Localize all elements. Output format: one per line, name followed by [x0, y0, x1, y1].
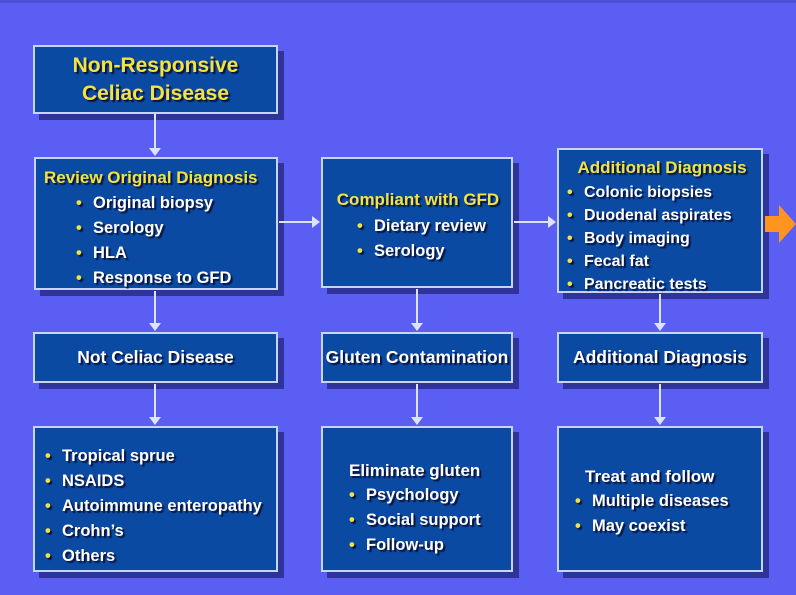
- list-item: Body imaging: [567, 227, 759, 250]
- box-heading: Compliant with GFD: [336, 190, 500, 209]
- box-gluten-contamination: Gluten Contamination: [321, 332, 513, 383]
- list-item: Fecal fat: [567, 250, 759, 273]
- box-heading: Review Original Diagnosis: [44, 168, 258, 187]
- differential-bullet-list: Tropical sprue NSAIDS Autoimmune enterop…: [45, 444, 272, 569]
- connector-arrow-gluten-to-eliminate: [411, 384, 423, 425]
- list-item: NSAIDS: [45, 469, 272, 494]
- page-title-line2: Celiac Disease: [81, 81, 230, 105]
- list-item: Duodenal aspirates: [567, 204, 759, 227]
- connector-arrow-additional-to-treat: [654, 384, 666, 425]
- list-item: Social support: [349, 508, 509, 533]
- box-heading: Additional Diagnosis: [577, 158, 747, 177]
- box-differential-diagnoses: Tropical sprue NSAIDS Autoimmune enterop…: [33, 426, 278, 572]
- offpage-continuation-arrow-icon: [765, 205, 796, 243]
- box-review-original-diagnosis: Review Original Diagnosis Original biops…: [34, 157, 278, 291]
- arrow-down-icon: [654, 323, 666, 331]
- list-item: HLA: [76, 241, 270, 266]
- list-item: Pancreatic tests: [567, 273, 759, 296]
- box-heading: Treat and follow: [585, 467, 715, 486]
- arrow-right-icon: [548, 216, 556, 228]
- box-eliminate-gluten: Eliminate gluten Psychology Social suppo…: [321, 426, 513, 572]
- connector-arrow-title-to-review: [149, 114, 161, 156]
- arrow-down-icon: [654, 417, 666, 425]
- connector-arrow-review-to-not-celiac: [149, 291, 161, 331]
- treat-bullet-list: Multiple diseases May coexist: [575, 489, 759, 539]
- list-item: Psychology: [349, 483, 509, 508]
- additional-bullet-list: Colonic biopsies Duodenal aspirates Body…: [567, 181, 759, 296]
- list-item: Serology: [357, 239, 507, 264]
- list-item: Others: [45, 544, 272, 569]
- arrow-right-icon: [312, 216, 320, 228]
- top-edge-strip: [0, 0, 796, 3]
- list-item: Multiple diseases: [575, 489, 759, 514]
- list-item: Serology: [76, 216, 270, 241]
- connector-arrow-additional-detail-to-additional: [654, 294, 666, 331]
- box-additional-diagnosis: Additional Diagnosis: [557, 332, 763, 383]
- list-item: Autoimmune enteropathy: [45, 494, 272, 519]
- page-title-line1: Non-Responsive: [72, 53, 239, 77]
- arrow-down-icon: [411, 417, 423, 425]
- box-treat-and-follow: Treat and follow Multiple diseases May c…: [557, 426, 763, 572]
- list-item: May coexist: [575, 514, 759, 539]
- box-not-celiac-disease: Not Celiac Disease: [33, 332, 278, 383]
- connector-arrow-compliant-to-additional: [514, 216, 556, 228]
- box-additional-diagnosis-detail: Additional Diagnosis Colonic biopsies Du…: [557, 148, 763, 296]
- title-box-non-responsive-celiac-disease: Non-Responsive Celiac Disease: [33, 45, 278, 114]
- connector-arrow-review-to-compliant: [279, 216, 320, 228]
- arrow-down-icon: [411, 323, 423, 331]
- connector-arrow-not-celiac-to-differential: [149, 384, 161, 425]
- offpage-arrow-shaft: [765, 216, 781, 232]
- compliant-bullet-list: Dietary review Serology: [357, 214, 507, 264]
- connector-arrow-compliant-to-gluten: [411, 289, 423, 331]
- list-item: Colonic biopsies: [567, 181, 759, 204]
- box-compliant-with-gfd: Compliant with GFD Dietary review Serolo…: [321, 157, 513, 288]
- offpage-arrow-head: [779, 205, 796, 243]
- list-item: Follow-up: [349, 533, 509, 558]
- box-label: Gluten Contamination: [325, 347, 509, 367]
- list-item: Response to GFD: [76, 266, 270, 291]
- arrow-down-icon: [149, 323, 161, 331]
- box-label: Not Celiac Disease: [77, 347, 234, 367]
- list-item: Dietary review: [357, 214, 507, 239]
- list-item: Crohn’s: [45, 519, 272, 544]
- review-bullet-list: Original biopsy Serology HLA Response to…: [76, 191, 270, 291]
- list-item: Tropical sprue: [45, 444, 272, 469]
- box-heading: Eliminate gluten: [349, 461, 481, 480]
- arrow-down-icon: [149, 417, 161, 425]
- eliminate-bullet-list: Psychology Social support Follow-up: [349, 483, 509, 558]
- arrow-down-icon: [149, 148, 161, 156]
- box-label: Additional Diagnosis: [572, 347, 748, 367]
- list-item: Original biopsy: [76, 191, 270, 216]
